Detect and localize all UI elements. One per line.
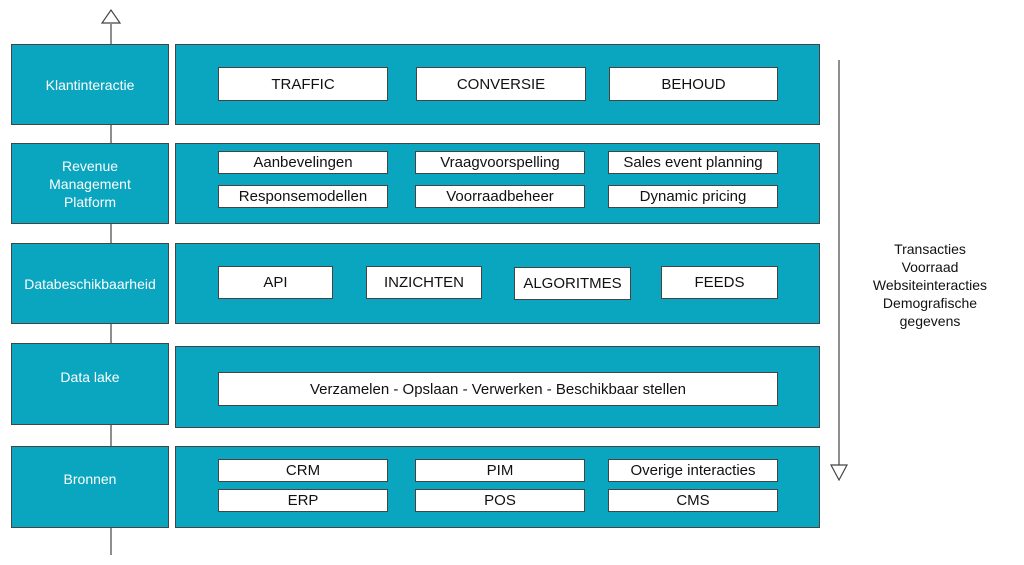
layer-label-revenue-management-platform: Revenue Management Platform bbox=[11, 143, 169, 224]
item-conversie: CONVERSIE bbox=[416, 67, 586, 101]
layer-label-databeschikbaarheid: Databeschikbaarheid bbox=[11, 243, 169, 324]
item-pim: PIM bbox=[415, 459, 585, 482]
item-behoud: BEHOUD bbox=[609, 67, 778, 101]
layer-label-data-lake: Data lake bbox=[11, 343, 169, 425]
layer-label-bronnen: Bronnen bbox=[11, 446, 169, 528]
layer-label-klantinteractie: Klantinteractie bbox=[11, 44, 169, 125]
up-arrow-head-icon bbox=[100, 8, 122, 24]
item-feeds: FEEDS bbox=[661, 266, 778, 299]
data-type-demografische: Demografische bbox=[882, 295, 978, 311]
item-vraagvoorspelling: Vraagvoorspelling bbox=[415, 151, 585, 174]
data-types-note: Transacties Voorraad Websiteinteracties … bbox=[852, 240, 1008, 330]
item-api: API bbox=[218, 266, 333, 299]
item-erp: ERP bbox=[218, 489, 388, 512]
data-type-gegevens: gegevens bbox=[899, 313, 961, 329]
item-data-lake-process: Verzamelen - Opslaan - Verwerken - Besch… bbox=[218, 372, 778, 406]
item-crm: CRM bbox=[218, 459, 388, 482]
item-aanbevelingen: Aanbevelingen bbox=[218, 151, 388, 174]
data-type-voorraad: Voorraad bbox=[901, 259, 959, 275]
item-pos: POS bbox=[415, 489, 585, 512]
item-traffic: TRAFFIC bbox=[218, 67, 388, 101]
item-cms: CMS bbox=[608, 489, 778, 512]
item-algoritmes: ALGORITMES bbox=[514, 267, 631, 300]
down-arrow-head-icon bbox=[830, 464, 848, 482]
item-voorraadbeheer: Voorraadbeheer bbox=[415, 185, 585, 208]
item-overige-interacties: Overige interacties bbox=[608, 459, 778, 482]
data-type-websiteinteracties: Websiteinteracties bbox=[872, 277, 988, 293]
data-type-transacties: Transacties bbox=[894, 241, 966, 257]
item-dynamic-pricing: Dynamic pricing bbox=[608, 185, 778, 208]
item-responsemodellen: Responsemodellen bbox=[218, 185, 388, 208]
item-sales-event-planning: Sales event planning bbox=[608, 151, 778, 174]
item-inzichten: INZICHTEN bbox=[366, 266, 482, 299]
